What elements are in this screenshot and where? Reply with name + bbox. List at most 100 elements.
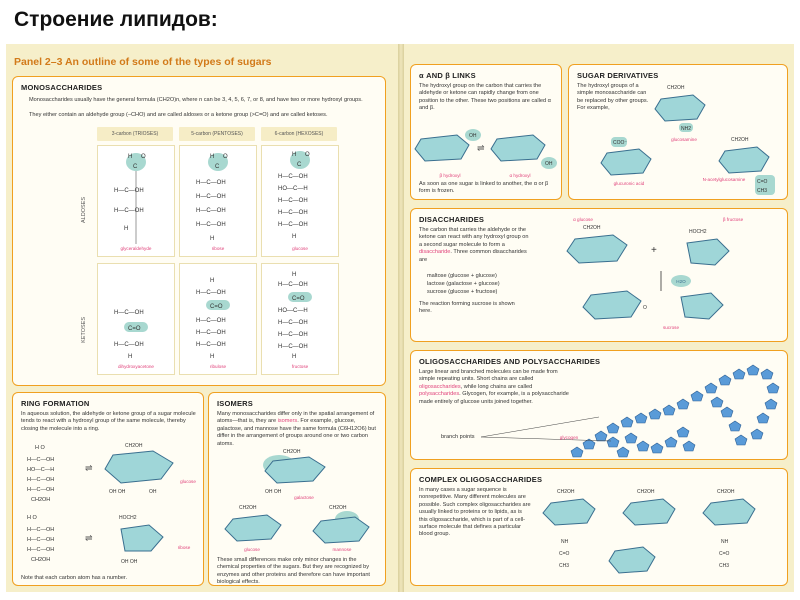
isomers-diagram: CH2OH OH OH CH2OH CH2OH (224, 449, 370, 544)
oligosaccharides-text: Large linear and branched molecules can … (419, 369, 569, 406)
cell-dihydroxyacetone: H—C—OH C=O H—C—OH H dihydroxyacetone (97, 263, 175, 375)
svg-text:O: O (141, 154, 146, 160)
ring-label-ribose: ribose (177, 545, 191, 550)
svg-text:H—C—OH: H—C—OH (114, 310, 144, 316)
glycogen-diagram (480, 364, 780, 458)
sugar-derivatives-diagram: CH2OH NH2 COO⁻ CH2OH C=O CH3 (600, 85, 775, 195)
oligo-text-b: , while long chains are called (460, 383, 533, 390)
svg-text:H—C—OH: H—C—OH (196, 330, 226, 336)
monosaccharides-text-2: They either contain an aldehyde group (–… (29, 112, 328, 118)
svg-text:H: H (210, 278, 214, 284)
ring-formation-note: Note that each carbon atom has a number. (21, 575, 128, 581)
svg-text:CH2OH: CH2OH (557, 489, 575, 495)
cell-ribulose: H H—C—OH C=O H—C—OH H—C—OH H—C—OH H ribu… (179, 263, 257, 375)
oligosaccharides-term: oligosaccharides (419, 383, 461, 390)
isomers-text-b: . For example, glucose, galactose, and m… (217, 418, 376, 447)
svg-text:OH: OH (469, 133, 477, 139)
disaccharides-text-b: . Three common disaccharides are (419, 249, 527, 263)
label-glyceraldehyde: glyceraldehyde (120, 246, 152, 251)
alpha-beta-box: α AND β LINKS The hydroxyl group on the … (410, 64, 562, 200)
svg-text:HO—C—H: HO—C—H (278, 308, 308, 314)
cell-fructose: H H—C—OH C=O HO—C—H H—C—OH H—C—OH H—C—OH… (261, 263, 339, 375)
svg-text:H: H (210, 154, 214, 160)
svg-text:HO—C—H: HO—C—H (278, 186, 308, 192)
isomers-bottom-text: These small differences make only minor … (217, 557, 370, 586)
svg-text:H: H (128, 354, 132, 360)
svg-text:H—C—OH: H—C—OH (278, 344, 308, 350)
svg-text:H—C—OH: H—C—OH (27, 487, 54, 493)
disaccharides-diagram: CH2OH + HOCH2 O (566, 225, 730, 320)
label-beta-hydroxyl: β hydroxyl (439, 173, 461, 178)
label-dihydroxyacetone: dihydroxyacetone (117, 364, 154, 369)
svg-text:CH2OH: CH2OH (31, 557, 50, 563)
svg-text:H—C—OH: H—C—OH (114, 342, 144, 348)
svg-text:OH OH: OH OH (121, 559, 138, 565)
ring-formation-diagram: H O H—C—OH HO—C—H H—C—OH H—C—OH CH2OH ⇌ … (27, 443, 174, 565)
svg-text:CH2OH: CH2OH (329, 505, 347, 511)
svg-text:⇌: ⇌ (85, 533, 93, 543)
svg-text:CH2OH: CH2OH (583, 225, 601, 231)
svg-text:O: O (223, 154, 228, 160)
book-gutter (398, 44, 404, 592)
svg-text:H: H (292, 152, 296, 158)
svg-text:OH OH: OH OH (109, 489, 126, 495)
svg-text:H—C—OH: H—C—OH (27, 477, 54, 483)
svg-text:CH2OH: CH2OH (239, 505, 257, 511)
svg-text:H: H (128, 154, 132, 160)
column-header-trioses: 3-carbon (TRIOSES) (97, 127, 173, 141)
svg-text:H—C—OH: H—C—OH (278, 282, 308, 288)
svg-text:H—C—OH: H—C—OH (278, 320, 308, 326)
svg-text:H—C—OH: H—C—OH (27, 527, 54, 533)
svg-text:⇌: ⇌ (85, 463, 93, 473)
svg-text:HO—C—H: HO—C—H (27, 467, 54, 473)
svg-text:⇌: ⇌ (477, 143, 485, 153)
svg-text:CH2OH: CH2OH (31, 497, 50, 503)
row-label-ketoses: KETOSES (81, 317, 87, 343)
complex-oligosaccharides-text: In many cases a sugar sequence is nonrep… (419, 487, 531, 538)
ribulose-structure: H H—C—OH C=O H—C—OH H—C—OH H—C—OH H (196, 278, 230, 360)
complex-oligosaccharide-diagram: CH2OH CH2OH CH2OH NH C=O CH3 NH C=O CH3 (542, 489, 756, 574)
svg-text:H—C—OH: H—C—OH (278, 210, 308, 216)
label-sucrose: sucrose (662, 325, 680, 330)
oligo-text-a: Large linear and branched molecules can … (419, 369, 558, 383)
svg-text:H—C—OH: H—C—OH (27, 537, 54, 543)
monosaccharides-box: MONOSACCHARIDES Monosaccharides usually … (12, 76, 386, 386)
svg-text:H—C—OH: H—C—OH (196, 342, 226, 348)
oligosaccharides-heading: OLIGOSACCHARIDES AND POLYSACCHARIDES (419, 357, 601, 366)
svg-text:NH2: NH2 (681, 126, 691, 132)
monosaccharides-text-1: Monosaccharides usually have the general… (29, 97, 363, 103)
disaccharide-sucrose: sucrose (glucose + fructose) (427, 289, 498, 295)
svg-text:HOCH2: HOCH2 (689, 229, 707, 235)
svg-text:C: C (215, 164, 220, 170)
label-fructose: fructose (291, 364, 309, 369)
svg-text:O: O (643, 305, 647, 311)
panel-title: Panel 2–3 An outline of some of the type… (14, 56, 272, 68)
svg-text:+: + (651, 245, 657, 256)
svg-text:H—C—OH: H—C—OH (196, 222, 226, 228)
svg-text:H—C—OH: H—C—OH (196, 208, 226, 214)
label-alpha-glucose: α glucose (573, 217, 593, 222)
svg-text:C=O: C=O (757, 179, 768, 185)
ring-formation-heading: RING FORMATION (21, 399, 90, 408)
isomers-text: Many monosaccharides differ only in the … (217, 411, 379, 448)
label-n-acetylglucosamine: N-acetylglucosamine (702, 177, 746, 182)
left-page: Panel 2–3 An outline of some of the type… (6, 44, 398, 592)
svg-text:H: H (210, 354, 214, 360)
alpha-beta-bottom: As soon as one sugar is linked to anothe… (419, 181, 549, 195)
disaccharides-text-a: The carbon that carries the aldehyde or … (419, 227, 529, 248)
svg-text:H—C—OH: H—C—OH (196, 318, 226, 324)
alpha-beta-text: The hydroxyl group on the carbon that ca… (419, 83, 551, 112)
alpha-beta-heading: α AND β LINKS (419, 71, 476, 80)
svg-text:C=O: C=O (719, 551, 730, 557)
svg-text:H—C—OH: H—C—OH (278, 222, 308, 228)
svg-text:H—C—OH: H—C—OH (196, 180, 226, 186)
slide-title: Строение липидов: (14, 8, 218, 31)
svg-text:H: H (292, 272, 296, 278)
isomer-label-galactose: galactose (294, 495, 314, 500)
label-ribulose: ribulose (209, 364, 227, 369)
column-header-pentoses: 5-carbon (PENTOSES) (179, 127, 255, 141)
